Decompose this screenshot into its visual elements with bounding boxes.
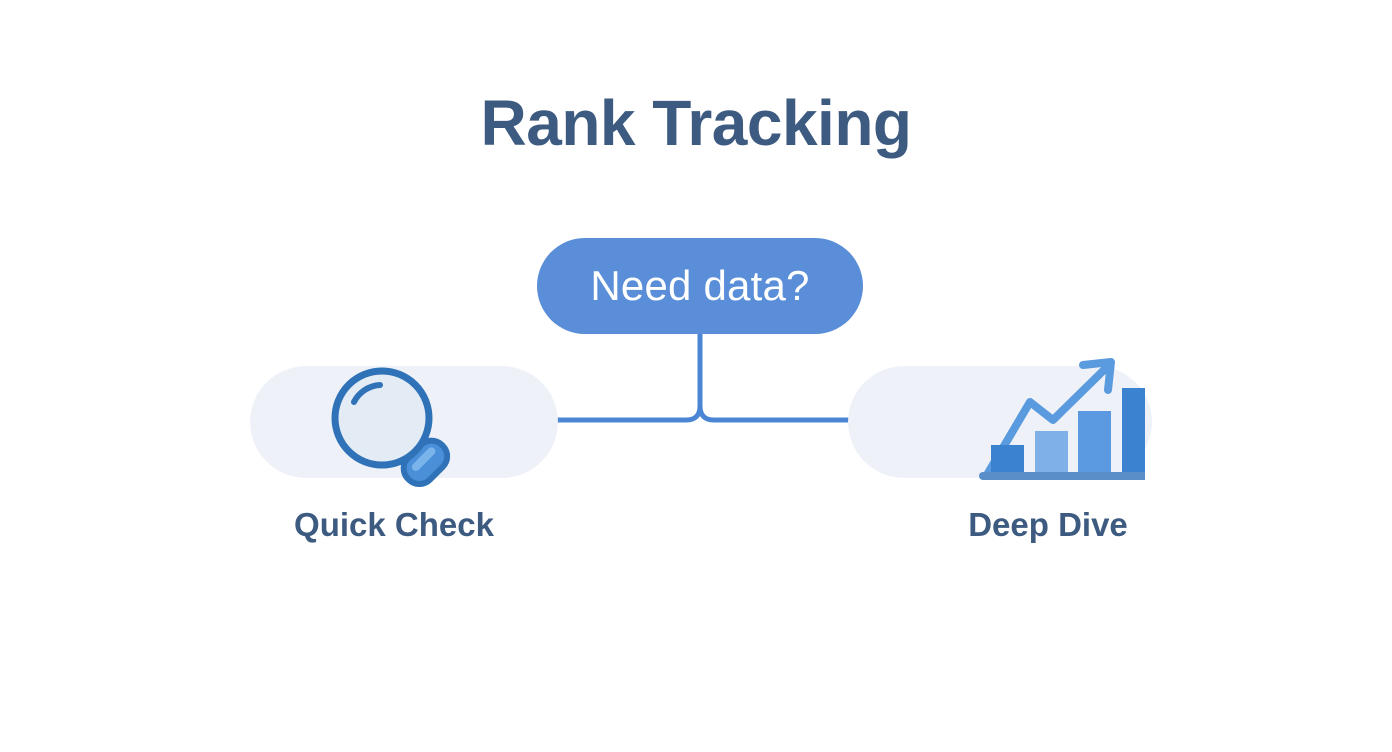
trend-arrow-line xyxy=(984,363,1111,477)
chart-baseline xyxy=(979,472,1145,480)
decision-node-label: Need data? xyxy=(590,262,810,309)
chart-bar-2 xyxy=(1035,431,1068,473)
page-title: Rank Tracking xyxy=(480,87,913,159)
decision-node-need-data[interactable]: Need data? xyxy=(537,238,863,334)
node-label-deep-dive: Deep Dive xyxy=(968,506,1128,543)
chart-bar-4 xyxy=(1122,388,1145,473)
node-label-quick-check: Quick Check xyxy=(294,506,494,543)
chart-bar-3 xyxy=(1078,411,1111,473)
chart-bar-1 xyxy=(991,445,1024,473)
bar-chart-growth-icon xyxy=(979,358,1145,480)
magnifier-glare-arc xyxy=(351,382,383,405)
magnifier-handle-highlight xyxy=(411,447,436,471)
magnifier-icon xyxy=(331,367,451,488)
trend-arrow-head xyxy=(1079,358,1115,394)
